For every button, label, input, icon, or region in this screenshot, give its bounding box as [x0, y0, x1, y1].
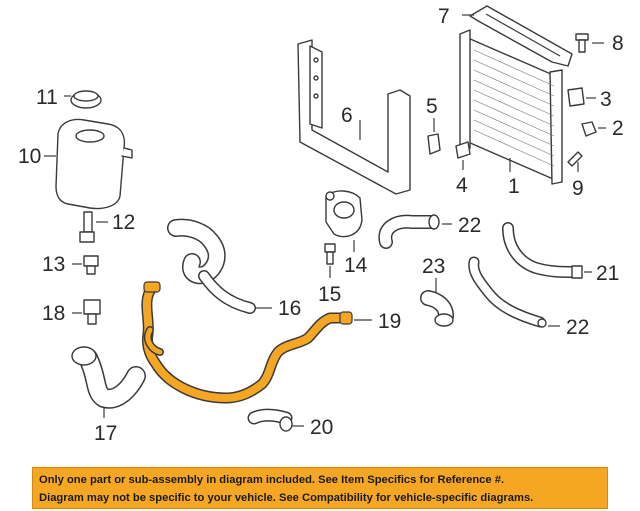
part-5-clip: [427, 118, 441, 155]
part-21-hose: [502, 222, 592, 279]
part-15-bolt: [324, 243, 336, 278]
callout-5: 5: [426, 95, 438, 118]
callout-3: 3: [600, 88, 612, 111]
part-10-expansion-tank: [44, 118, 133, 210]
callout-6: 6: [341, 104, 353, 127]
part-22-hose-upper: [378, 214, 452, 249]
callout-13: 13: [42, 253, 65, 276]
callout-19: 19: [378, 310, 401, 333]
part-9-bleed-screw: [567, 151, 583, 172]
callout-22-upper: 22: [458, 214, 481, 237]
part-14-thermostat-housing: [325, 190, 363, 252]
callout-11: 11: [36, 86, 58, 109]
callout-12: 12: [112, 211, 135, 234]
part-6-shroud-frame: [297, 39, 411, 195]
part-22-hose-lower: [468, 256, 560, 328]
part-1-radiator: [459, 29, 563, 185]
callout-23: 23: [422, 255, 445, 278]
part-17-lower-hose: [71, 346, 146, 418]
callout-4: 4: [456, 174, 468, 197]
part-13-sensor: [72, 255, 99, 275]
compatibility-notice-banner: Only one part or sub-assembly in diagram…: [32, 467, 608, 509]
part-3-mount: [567, 87, 596, 107]
callout-22-lower: 22: [566, 316, 589, 339]
callout-10: 10: [18, 145, 41, 168]
notice-line-2: Diagram may not be specific to your vehi…: [39, 492, 534, 504]
callout-9: 9: [572, 177, 584, 200]
callout-7: 7: [438, 5, 450, 28]
callout-15: 15: [318, 283, 341, 306]
callout-16: 16: [278, 297, 301, 320]
part-11-cap: [64, 90, 102, 109]
callout-8: 8: [612, 32, 624, 55]
callout-2: 2: [612, 117, 624, 140]
part-16-upper-hose: [167, 218, 272, 314]
exploded-parts-diagram: 1 2 3 4 5 6 7 8 9 10 11 12 13 14 15 16 1…: [18, 5, 624, 445]
part-8-bolt: [575, 33, 604, 53]
part-4-clip: [455, 141, 471, 170]
part-18-sensor: [72, 299, 101, 325]
callout-14: 14: [344, 254, 368, 277]
callout-21: 21: [596, 262, 619, 285]
notice-line-1: Only one part or sub-assembly in diagram…: [39, 474, 505, 486]
part-23-elbow-hose: [420, 278, 454, 327]
part-20-hose: [247, 408, 304, 432]
part-2-grommet: [581, 121, 606, 137]
callout-17: 17: [94, 422, 117, 445]
part-19-coolant-hose-highlighted: [141, 281, 372, 404]
callout-1: 1: [508, 175, 520, 198]
callout-20: 20: [310, 416, 333, 439]
callout-18: 18: [42, 302, 65, 325]
part-7-upper-bracket: [462, 5, 573, 67]
part-12-sensor: [79, 211, 108, 243]
